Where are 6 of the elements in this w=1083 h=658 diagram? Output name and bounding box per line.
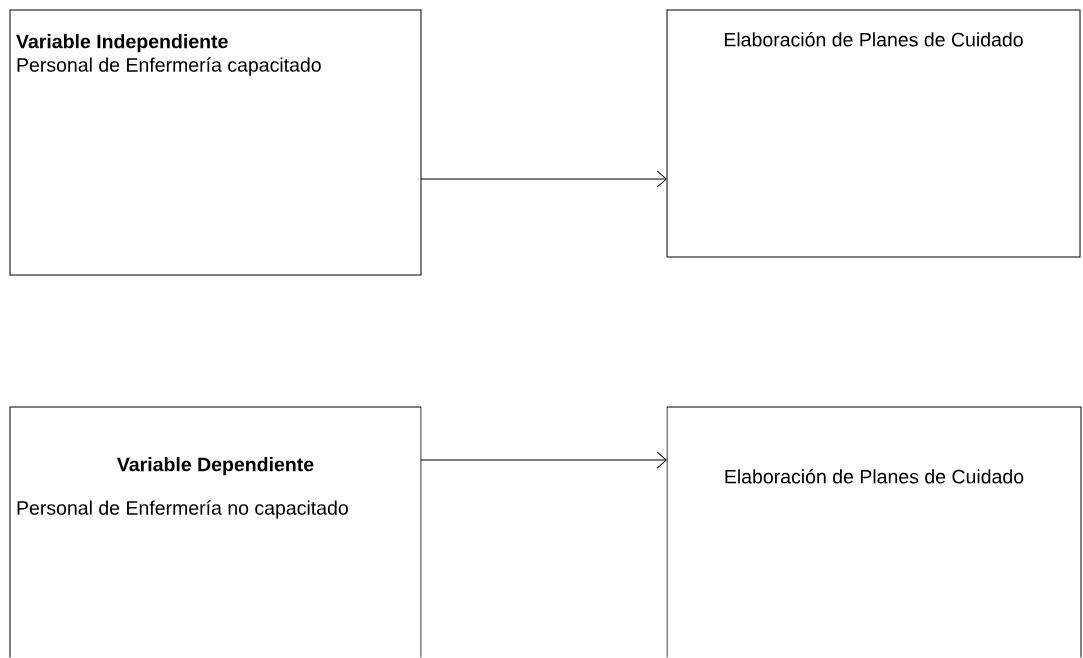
arrow [420,451,667,469]
box: Elaboración de Planes de Cuidado [666,406,1082,658]
box: Variable Dependiente Personal de Enfermería no capacitado [9,406,422,658]
arrow [420,170,667,188]
box: Variable Independiente Personal de Enfermería capacitado [9,9,422,276]
box: Elaboración de Planes de Cuidado [666,9,1081,258]
